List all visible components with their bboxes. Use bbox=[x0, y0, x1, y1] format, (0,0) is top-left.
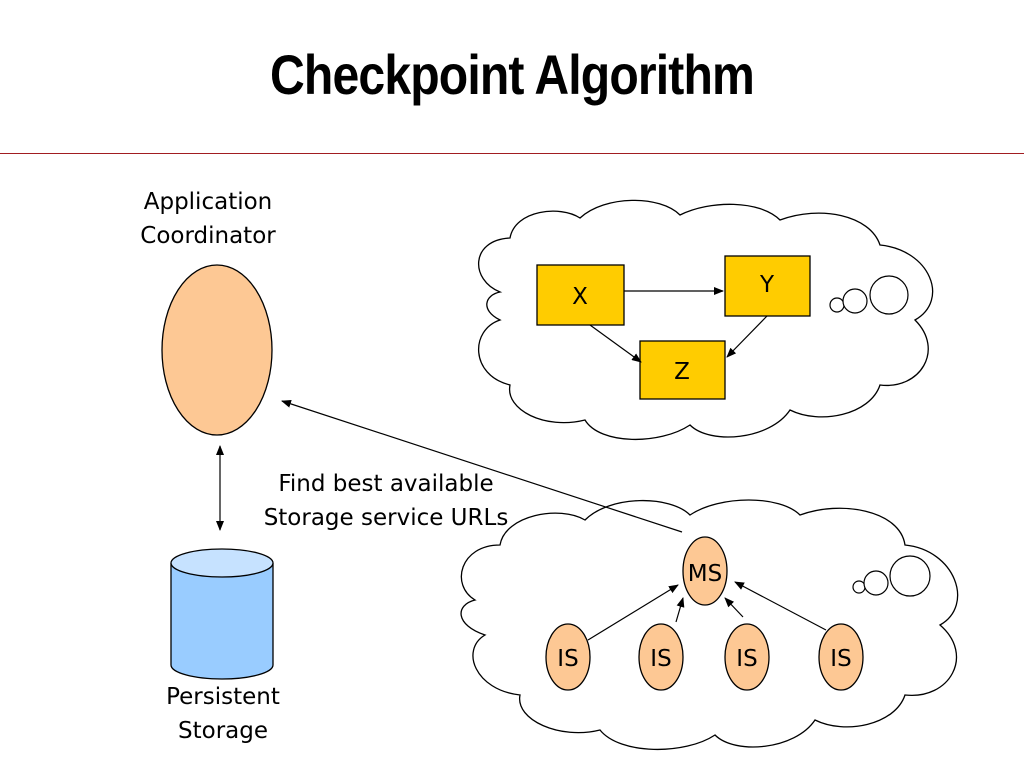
node-y: Y bbox=[724, 255, 811, 317]
coordinator-label-line1: Application bbox=[143, 189, 273, 215]
ms-to-coordinator-arrow bbox=[281, 399, 683, 533]
node-y-label: Y bbox=[759, 272, 775, 298]
storage-label: Persistent Storage bbox=[133, 680, 313, 748]
application-coordinator-node bbox=[161, 264, 273, 436]
is2-to-ms-arrow bbox=[675, 597, 685, 623]
node-z-label: Z bbox=[674, 359, 690, 385]
master-service-node: MS bbox=[682, 536, 728, 606]
index-service-node-4: IS bbox=[818, 623, 864, 691]
index-service-node-2: IS bbox=[638, 623, 684, 691]
is1-to-ms-arrow bbox=[587, 584, 679, 641]
node-x: X bbox=[536, 264, 625, 326]
coordinator-label-line2: Coordinator bbox=[140, 223, 276, 249]
index-service-label-3: IS bbox=[736, 646, 757, 672]
storage-service-annotation: Find best available Storage service URLs bbox=[236, 467, 536, 535]
storage-label-line2: Storage bbox=[178, 718, 268, 744]
node-z: Z bbox=[639, 340, 726, 400]
index-service-label-1: IS bbox=[557, 646, 578, 672]
y-to-z-arrow bbox=[726, 315, 768, 358]
is4-to-ms-arrow bbox=[734, 581, 827, 631]
persistent-storage-cylinder bbox=[170, 548, 274, 680]
master-service-label: MS bbox=[688, 561, 722, 587]
index-service-label-2: IS bbox=[650, 646, 671, 672]
page-title: Checkpoint Algorithm bbox=[269, 43, 755, 106]
title-divider bbox=[0, 153, 1024, 154]
index-service-node-1: IS bbox=[545, 623, 591, 691]
storage-label-line1: Persistent bbox=[166, 684, 280, 710]
is3-to-ms-arrow bbox=[724, 597, 744, 618]
coordinator-label: Application Coordinator bbox=[118, 185, 298, 253]
annotation-line2: Storage service URLs bbox=[263, 505, 509, 531]
x-to-z-arrow bbox=[589, 324, 642, 363]
application-cloud bbox=[477, 199, 934, 441]
annotation-line1: Find best available bbox=[278, 471, 494, 497]
node-x-label: X bbox=[572, 284, 588, 310]
index-service-label-4: IS bbox=[830, 646, 851, 672]
index-service-node-3: IS bbox=[724, 623, 770, 691]
